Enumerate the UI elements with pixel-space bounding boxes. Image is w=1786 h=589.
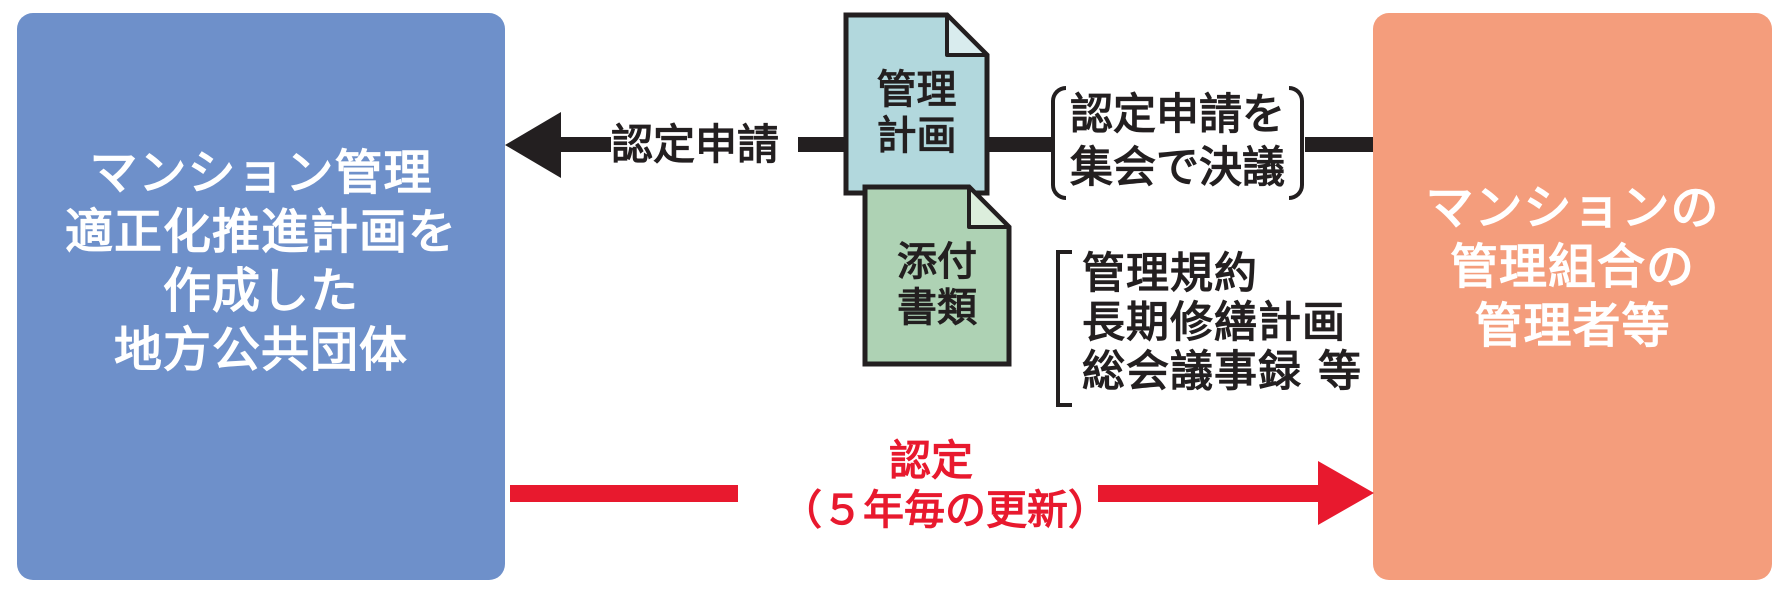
bottom-flow-label-line-2: （５年毎の更新） [781, 486, 1109, 534]
management-plan-line-2: 計画 [876, 113, 957, 159]
attachment-list-line-1: 管理規約 [1082, 249, 1258, 299]
round-bracket-left-icon [1051, 86, 1066, 200]
attached-documents-label: 添付 書類 [862, 184, 1012, 367]
attachment-list-line-2: 長期修繕計画 [1082, 298, 1346, 348]
document-fold-corner [967, 185, 1011, 229]
top-flow-label: 認定申請 [611, 120, 780, 169]
local-government-line-3: 作成した [162, 262, 359, 319]
round-bracket-right-icon [1289, 86, 1304, 200]
management-association-box: マンションの 管理組合の 管理者等 [1373, 13, 1772, 580]
square-bracket-left-icon [1056, 250, 1072, 407]
attached-documents-line-2: 書類 [897, 284, 977, 331]
bottom-arrow-segment-right [1098, 485, 1318, 502]
management-plan-label: 管理 計画 [843, 12, 990, 196]
document-outline [862, 184, 1012, 367]
top-arrow-segment-c [1305, 137, 1373, 152]
management-association-line-1: マンションの [1425, 180, 1720, 236]
bottom-flow-label: 認定 （５年毎の更新） [781, 436, 1109, 535]
document-fold-corner [945, 13, 989, 57]
local-government-line-2: 適正化推進計画を [64, 203, 457, 260]
bottom-flow-label-line-1: 認定 [888, 436, 973, 485]
management-association-line-3: 管理者等 [1474, 298, 1671, 354]
bottom-arrow-segment-left [510, 485, 738, 502]
document-page-icon [862, 184, 1012, 367]
management-plan-line-1: 管理 [876, 67, 957, 113]
local-government-box: マンション管理 適正化推進計画を 作成した 地方公共団体 [17, 13, 505, 580]
document-outline [843, 12, 990, 196]
top-arrow-segment-a [561, 137, 611, 152]
attached-documents-line-1: 添付 [897, 238, 977, 285]
local-government-line-1: マンション管理 [89, 144, 433, 201]
right-arrowhead-icon [1318, 461, 1374, 525]
attached-documents-document: 添付 書類 [862, 184, 1012, 367]
management-plan-document: 管理 計画 [843, 12, 990, 196]
left-arrowhead-icon [505, 112, 561, 178]
attachment-list-line-3: 総会議事録 等 [1082, 347, 1362, 397]
management-association-line-2: 管理組合の [1449, 239, 1695, 295]
attachment-list: 管理規約 長期修繕計画 総会議事録 等 [1082, 250, 1362, 397]
resolution-note-text: 認定申請を 集会で決議 [1066, 86, 1289, 200]
local-government-line-4: 地方公共団体 [113, 321, 408, 378]
document-page-icon [843, 12, 990, 196]
resolution-note: 認定申請を 集会で決議 [1051, 86, 1304, 200]
resolution-note-line-2: 集会で決議 [1070, 143, 1285, 193]
resolution-note-line-1: 認定申請を [1070, 90, 1285, 140]
